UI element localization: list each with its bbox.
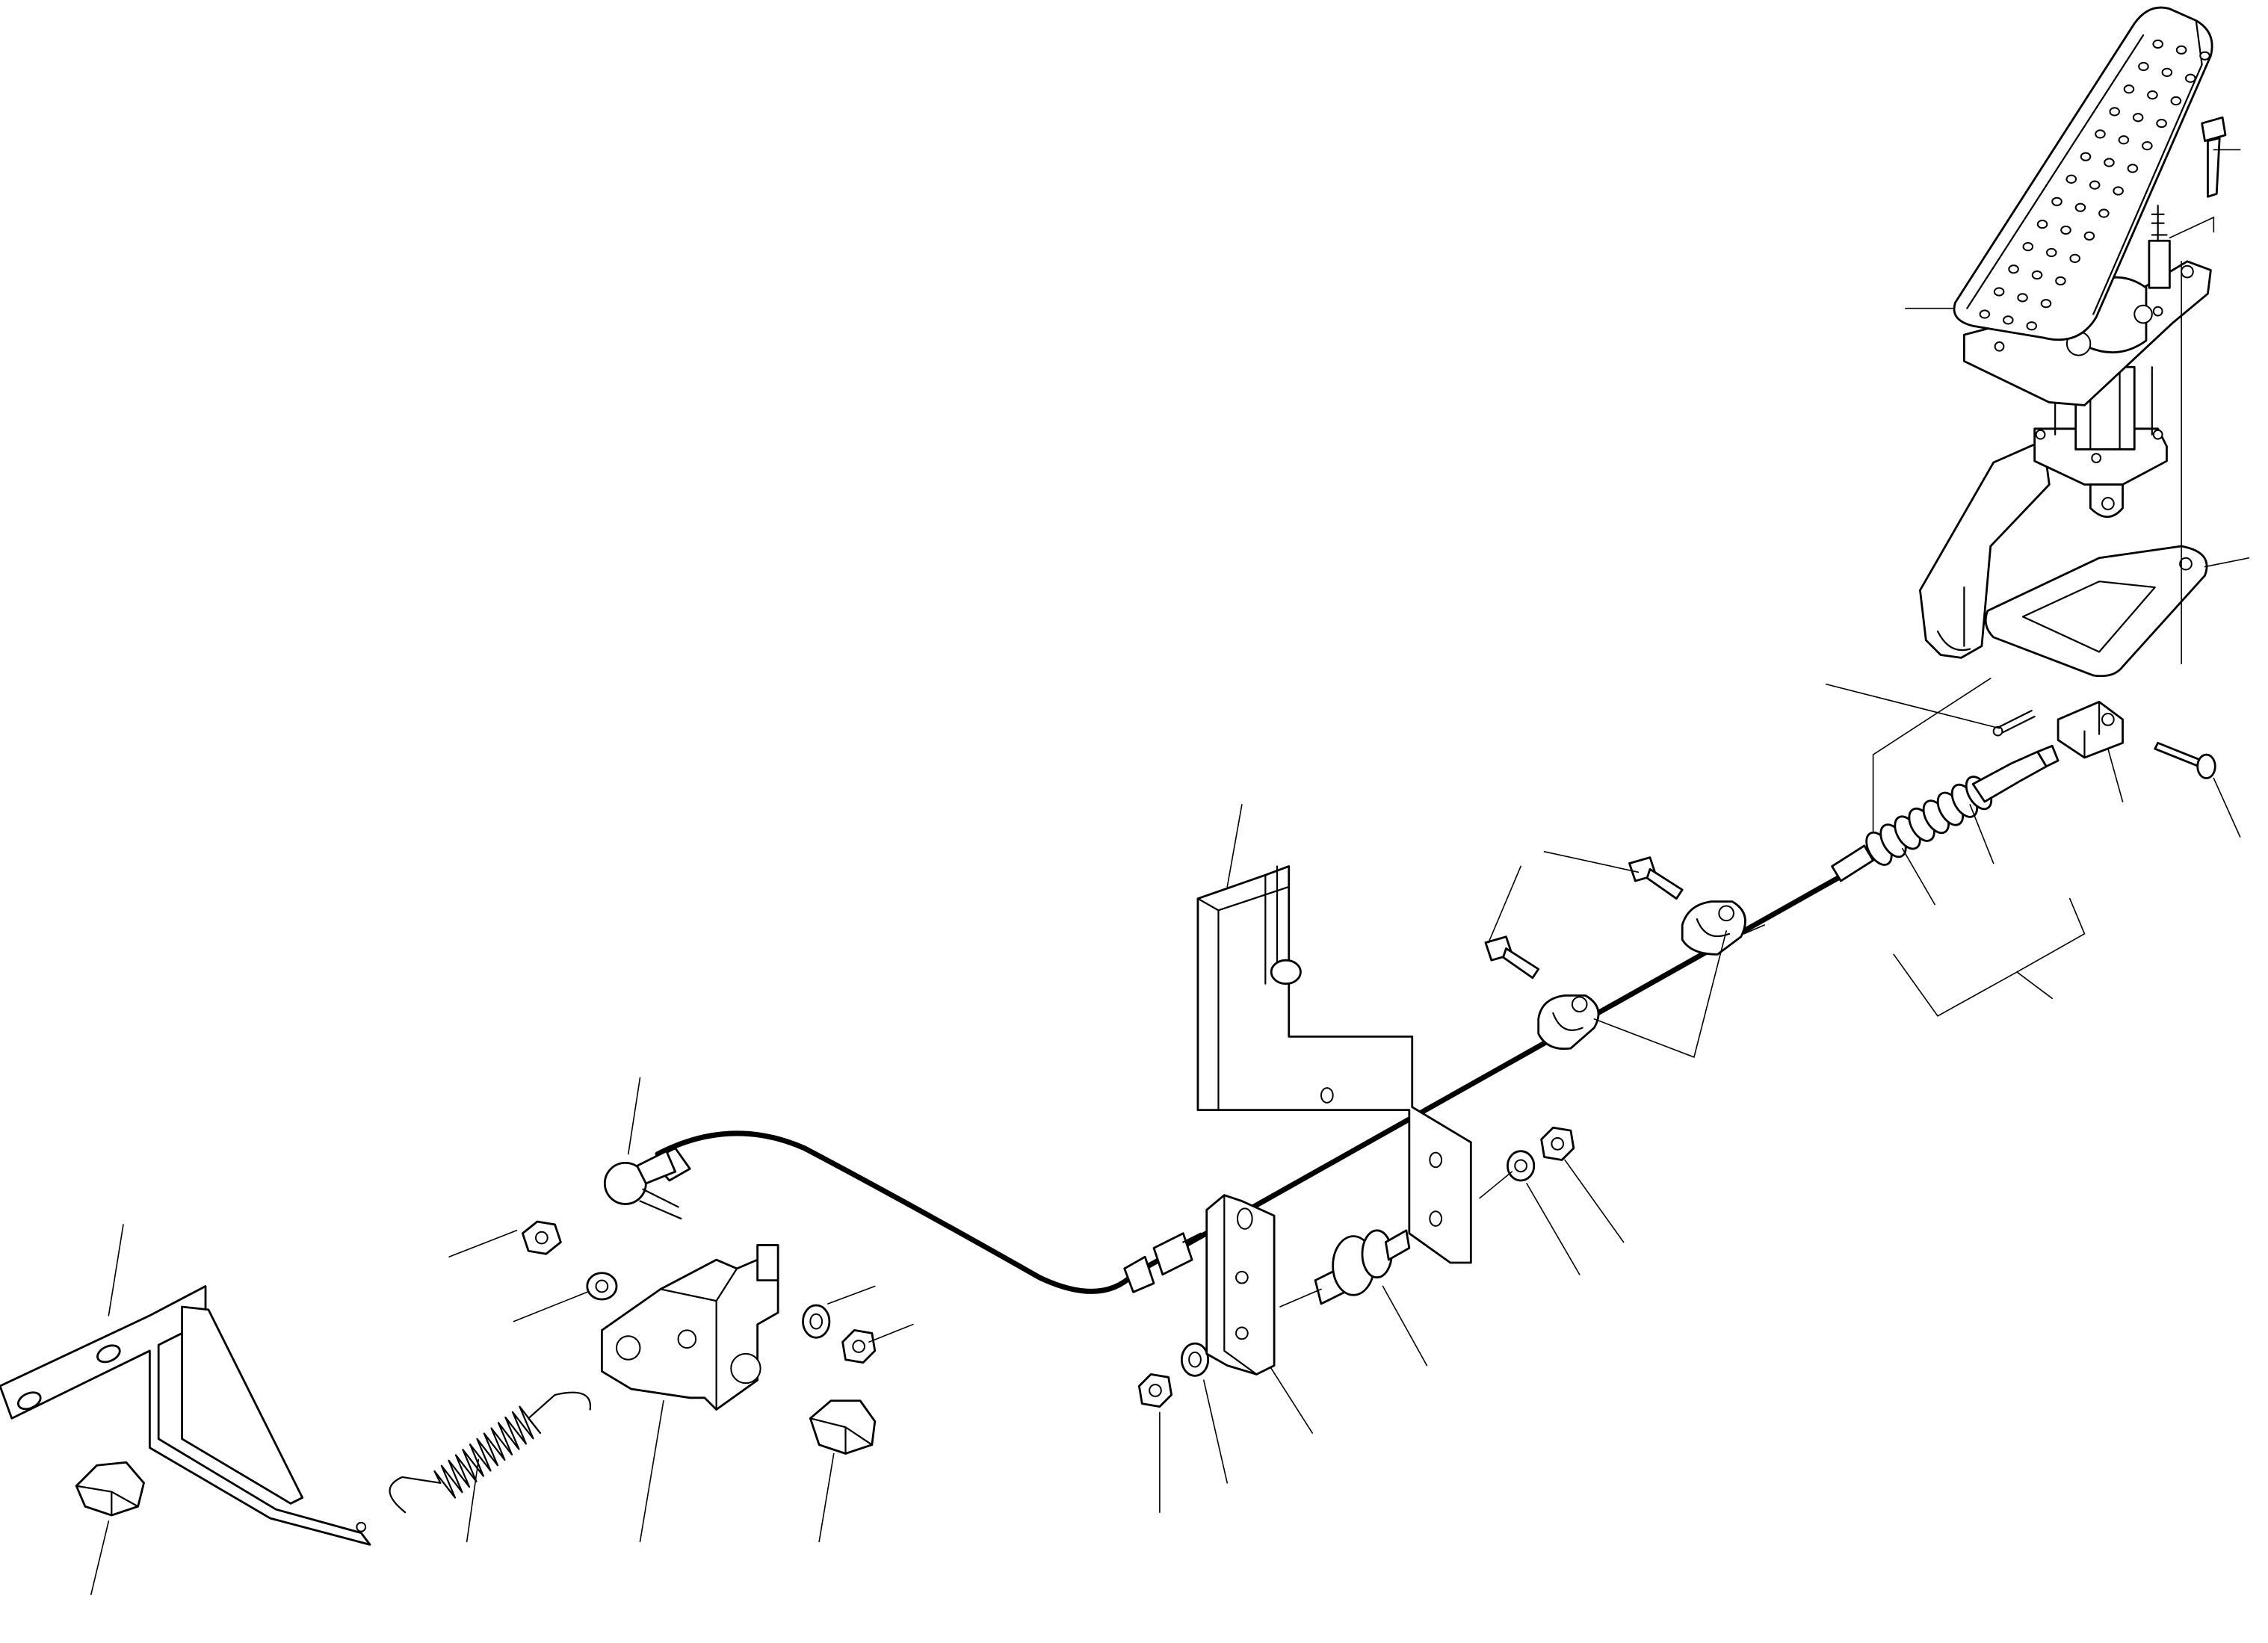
grip-dot [2052, 198, 2062, 205]
clip-bolt [1629, 858, 1682, 899]
rubber-mount [1315, 1231, 1409, 1304]
grip-dot [2061, 226, 2071, 234]
clevis-pin [2155, 743, 2216, 778]
grip-dot [2076, 204, 2086, 211]
grip-dot [2099, 209, 2109, 217]
hex-nut [843, 1330, 875, 1362]
grip-dot [2056, 277, 2065, 285]
grip-dot [2125, 85, 2134, 93]
support-bracket [1198, 866, 1471, 1263]
grip-dot [1994, 288, 2004, 295]
grip-dot [2163, 69, 2172, 76]
return-spring [389, 1393, 590, 1512]
hex-nut [1139, 1374, 1171, 1406]
grip-dot [2133, 114, 2143, 121]
grip-dot [2186, 75, 2196, 82]
grip-dot [2042, 300, 2051, 307]
ball-joint [605, 1151, 681, 1219]
pedal-grip-pattern [1980, 40, 2210, 330]
grip-dot [2033, 271, 2042, 279]
cable-clip [1682, 902, 1745, 955]
clip-bolt [1486, 937, 1539, 978]
pedal-gasket-plate [1986, 546, 2207, 676]
grip-dot [2119, 136, 2129, 143]
grip-dot [2085, 232, 2095, 240]
grip-dot [2090, 181, 2100, 188]
lever-block [602, 1245, 778, 1409]
cable-clip [1539, 995, 1598, 1048]
grip-dot [2172, 97, 2181, 105]
pedal-mounting-bolt [2202, 117, 2225, 197]
grip-dot [2113, 187, 2123, 194]
grip-dot [2027, 322, 2036, 329]
cable-clevis [2058, 702, 2122, 758]
washer [803, 1305, 829, 1337]
accelerator-pedal-assembly [1920, 7, 2212, 657]
leader-lines [91, 149, 2249, 1594]
grip-dot [2066, 176, 2076, 183]
washer [1507, 1151, 1533, 1181]
grip-dot [1980, 310, 1990, 318]
cotter-pin [1994, 711, 2035, 735]
throttle-cable [652, 746, 2058, 1292]
flange-bolt [76, 1462, 143, 1515]
washer [587, 1273, 617, 1299]
hex-nut [522, 1222, 560, 1254]
grip-dot [2070, 255, 2080, 262]
grip-dot [2104, 158, 2114, 166]
grip-dot [2177, 46, 2187, 54]
washer [1181, 1343, 1208, 1376]
grip-dot [2128, 164, 2138, 172]
grip-dot [2153, 40, 2163, 48]
spring-bracket [0, 1286, 370, 1544]
grip-dot [2038, 220, 2048, 228]
hex-nut [1542, 1127, 1574, 1160]
flange-bolt [810, 1401, 874, 1454]
grip-dot [2157, 120, 2166, 127]
grip-dot [2110, 108, 2119, 115]
grip-dot [2095, 130, 2105, 137]
grip-dot [2024, 243, 2033, 250]
grip-dot [2142, 142, 2152, 149]
grip-dot [2003, 316, 2013, 324]
cable-bellows [1861, 773, 1997, 869]
grip-dot [2018, 294, 2027, 301]
grip-dot [2148, 91, 2157, 99]
grip-dot [2139, 63, 2148, 70]
adjusting-link [1207, 1195, 1274, 1375]
grip-dot [2047, 249, 2057, 256]
grip-dot [2009, 265, 2018, 273]
grip-dot [2081, 153, 2091, 161]
grip-dot [2200, 52, 2210, 60]
